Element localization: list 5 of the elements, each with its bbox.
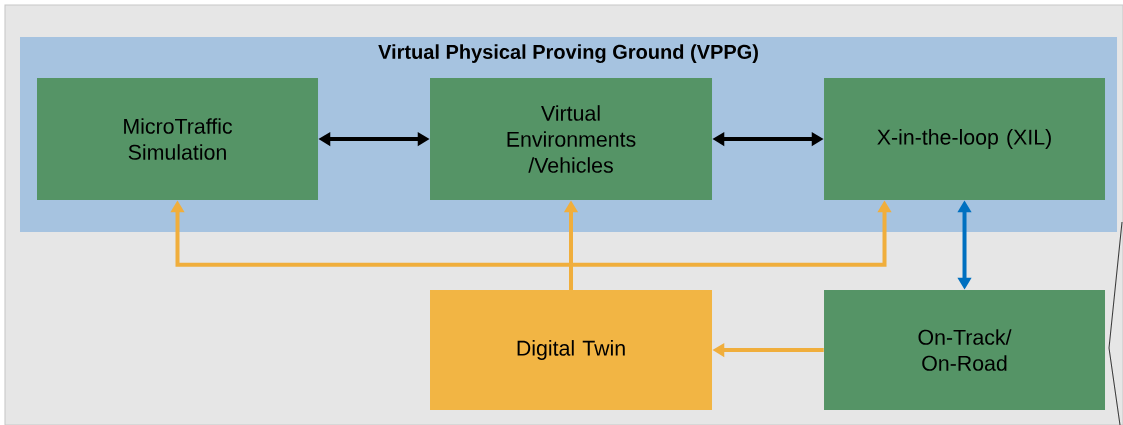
process-box: MicroTraffic Simulation (37, 78, 318, 200)
process-box: Virtual Environments /Vehicles (430, 78, 712, 200)
process-box: X-in-the-loop (XIL) (824, 78, 1105, 200)
process-box: Digital Twin (430, 290, 712, 410)
process-box: On-Track/ On-Road (824, 290, 1105, 410)
